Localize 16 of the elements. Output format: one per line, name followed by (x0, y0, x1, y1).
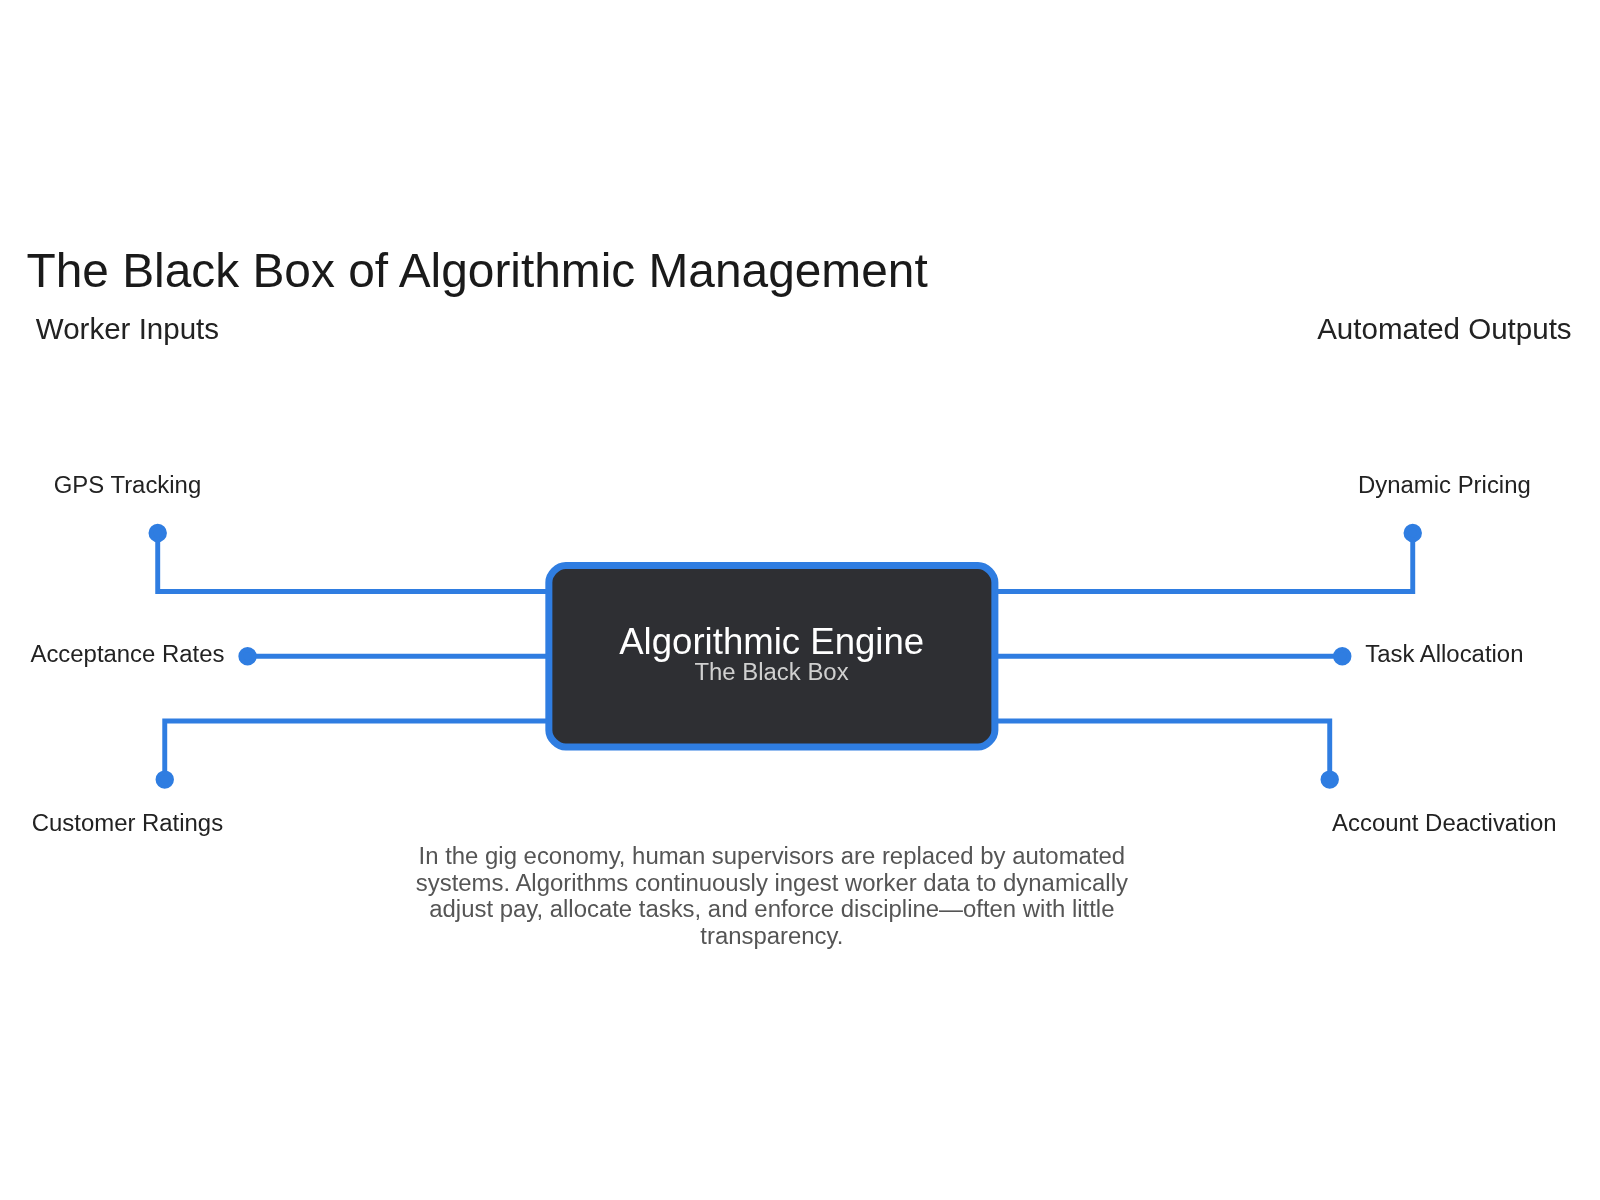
diagram-title: The Black Box of Algorithmic Management (26, 243, 928, 297)
node-text: Customer Ratings (31, 808, 224, 836)
node-text: Acceptance Rates (30, 640, 225, 668)
label: Automated Outputs (1317, 311, 1572, 345)
node-text: Task Allocation (1365, 640, 1524, 668)
node-text: Dynamic Pricing (1358, 471, 1531, 499)
connector (148, 523, 549, 594)
connector (995, 718, 1339, 789)
node-text: GPS Tracking (53, 471, 202, 499)
connector (155, 718, 549, 789)
connector (995, 523, 1422, 594)
connector (238, 647, 549, 666)
caption: In the gig economy, human supervisors are replaced by automated systems. Algorithms continuously ingest worker data to dynamically adjust pay, allocate tasks, and enforce discipline—often with little transparency. (415, 841, 1128, 950)
label: Worker Inputs (35, 311, 220, 345)
node-box: Algorithmic Engine The Black Box (545, 562, 999, 751)
node-text: Account Deactivation (1332, 808, 1557, 836)
